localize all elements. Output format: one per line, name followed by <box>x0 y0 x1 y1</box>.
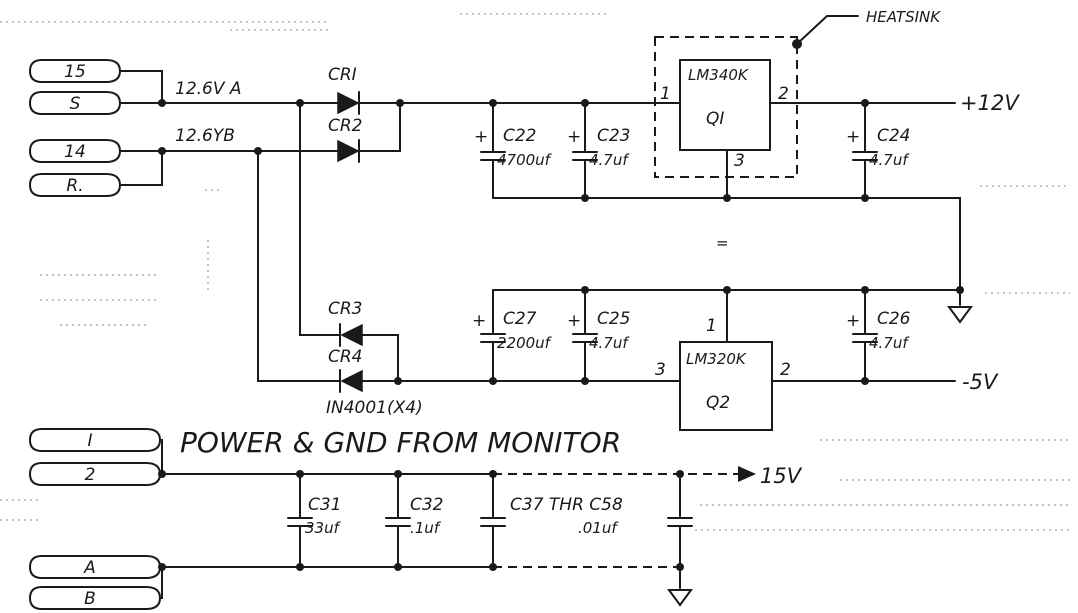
capacitor-c24: + <box>846 102 878 199</box>
value-c27: 2200uf <box>497 334 553 352</box>
q2-pin-3: 3 <box>655 360 666 380</box>
label-c26: C26 <box>877 309 911 329</box>
capacitor-c25: + <box>567 289 598 385</box>
input-wiring <box>119 70 331 382</box>
value-c31: 33uf <box>305 519 342 537</box>
q2-reference: Q2 <box>706 393 730 413</box>
connector-14-label: 14 <box>64 142 86 162</box>
label-c31: C31 <box>308 495 342 515</box>
output-minus-5v: -5V <box>962 370 999 394</box>
label-c24: C24 <box>877 126 911 146</box>
value-c24: 4.7uf <box>869 151 910 169</box>
q2-part-number: LM320K <box>686 350 747 368</box>
cap-polarity-plus-2: + <box>846 127 860 147</box>
connector-b-label: B <box>84 589 96 609</box>
heatsink-label: HEATSINK <box>866 8 941 26</box>
label-c22: C22 <box>503 126 537 146</box>
diode-cr4 <box>329 369 681 393</box>
q1-part-number: LM340K <box>688 66 749 84</box>
connector-15: 15 <box>28 59 122 83</box>
connector-b: B <box>28 586 162 610</box>
capacitor-c37 <box>480 473 506 568</box>
ground-symbol-lower <box>667 589 693 607</box>
connector-2-label: 2 <box>85 465 96 485</box>
q1-reference: QI <box>706 109 724 129</box>
connector-15-label: 15 <box>64 62 86 82</box>
q1-pin-2: 2 <box>778 84 789 104</box>
regulator-q2 <box>679 289 956 431</box>
cap-polarity-plus-1: + <box>567 127 581 147</box>
capacitor-c22: + <box>474 102 506 199</box>
stray-mark: = <box>716 234 729 252</box>
label-c27: C27 <box>503 309 537 329</box>
capacitor-c23: + <box>567 102 598 199</box>
connector-1-label: I <box>87 431 92 451</box>
regulator-q1 <box>679 59 771 199</box>
output-15v: 15V <box>760 464 803 488</box>
label-c37-thru-c58: C37 THR C58 <box>510 495 623 515</box>
value-c23: 4.7uf <box>589 151 630 169</box>
label-diode-note: IN4001(X4) <box>326 398 423 418</box>
rail-15v <box>158 439 756 482</box>
connector-r: R. <box>28 173 122 197</box>
connector-a-label: A <box>83 558 96 578</box>
cap-polarity-plus-4: + <box>567 311 581 331</box>
rail-12v <box>396 99 956 107</box>
q2-pin-1: 1 <box>706 316 717 336</box>
value-c37-thru-c58: .01uf <box>578 519 619 537</box>
net-label-12-6va: 12.6V A <box>175 79 242 99</box>
label-c32: C32 <box>410 495 444 515</box>
rail-ground-lower <box>158 563 684 599</box>
label-cr1: CRI <box>328 65 357 85</box>
diode-cr1 <box>329 91 401 115</box>
q1-pin-1: 1 <box>660 84 671 104</box>
cap-polarity-plus-5: + <box>846 311 860 331</box>
capacitor-c32 <box>385 473 411 568</box>
diode-cr3 <box>329 323 399 382</box>
label-cr4: CR4 <box>328 347 363 367</box>
label-c25: C25 <box>597 309 631 329</box>
value-c22: 4700uf <box>497 151 553 169</box>
output-plus-12v: +12V <box>960 91 1020 115</box>
capacitor-c58 <box>667 473 693 568</box>
connector-1: I <box>28 428 162 452</box>
label-c23: C23 <box>597 126 631 146</box>
q2-pin-2: 2 <box>780 360 791 380</box>
ground-symbol-upper <box>947 306 973 324</box>
cap-polarity-plus-0: + <box>474 127 488 147</box>
connector-a: A <box>28 555 162 579</box>
capacitor-c26: + <box>846 289 878 385</box>
value-c25: 4.7uf <box>589 334 630 352</box>
connector-2: 2 <box>28 462 162 486</box>
value-c26: 4.7uf <box>869 334 910 352</box>
capacitor-c27: + <box>472 289 506 385</box>
connector-r-label: R. <box>66 176 83 196</box>
connector-s-label: S <box>70 94 81 114</box>
connector-14: 14 <box>28 139 122 163</box>
q1-pin-3: 3 <box>734 151 745 171</box>
section-title: POWER & GND FROM MONITOR <box>180 426 621 459</box>
capacitor-c31 <box>287 473 313 568</box>
value-c32: .1uf <box>410 519 442 537</box>
heatsink-pointer <box>792 15 859 49</box>
net-label-12-6vb: 12.6YB <box>175 126 235 146</box>
label-cr3: CR3 <box>328 299 363 319</box>
cap-polarity-plus-3: + <box>472 311 486 331</box>
label-cr2: CR2 <box>328 116 363 136</box>
diode-cr2 <box>329 102 401 163</box>
scan-noise <box>0 13 1070 531</box>
connector-s: S <box>28 91 122 115</box>
